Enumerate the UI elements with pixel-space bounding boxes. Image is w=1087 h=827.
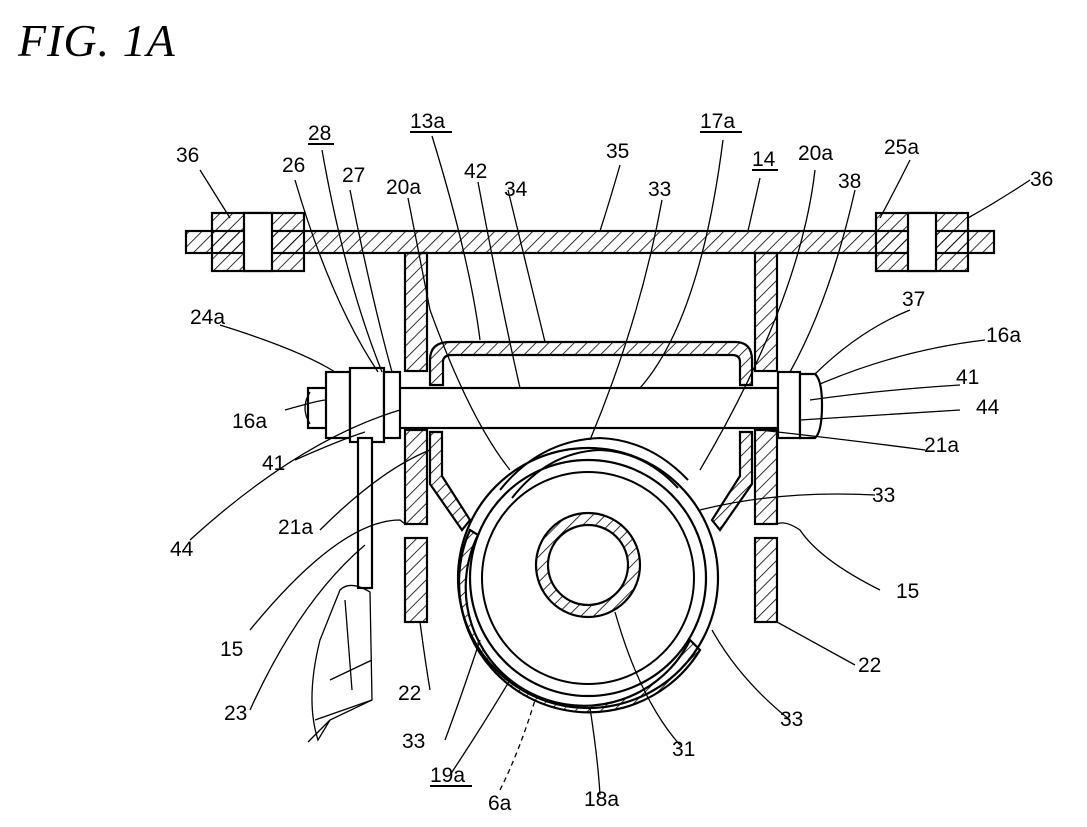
label-21a-right: 21a [924, 434, 959, 457]
label-21a-left: 21a [278, 516, 313, 539]
label-22-left: 22 [398, 682, 421, 705]
label-15-left: 15 [220, 638, 243, 661]
label-35: 35 [606, 140, 629, 163]
label-14: 14 [752, 148, 776, 171]
label-36-right: 36 [1030, 168, 1053, 191]
shaft [536, 513, 640, 617]
label-18a: 18a [584, 788, 619, 811]
label-41-left: 41 [262, 452, 285, 475]
label-44-right: 44 [976, 396, 1000, 419]
label-36-left: 36 [176, 144, 199, 167]
upper-bracket [430, 342, 752, 385]
label-20a-left: 20a [386, 176, 421, 199]
label-6a: 6a [488, 792, 512, 815]
label-38: 38 [838, 170, 861, 193]
label-13a: 13a [410, 110, 445, 133]
lever [308, 438, 372, 742]
label-25a: 25a [884, 136, 919, 159]
label-23: 23 [224, 702, 247, 725]
label-42: 42 [464, 160, 487, 183]
label-33-right: 33 [872, 484, 895, 507]
label-33-top: 33 [648, 178, 671, 201]
top-plate [186, 213, 994, 271]
label-19a: 19a [430, 764, 465, 787]
label-31: 31 [672, 738, 695, 761]
label-26: 26 [282, 154, 305, 177]
label-24a: 24a [190, 306, 225, 329]
label-44-left: 44 [170, 538, 194, 561]
label-33-bottom-right: 33 [780, 708, 803, 731]
label-33-bottom-left: 33 [402, 730, 425, 753]
label-15-right: 15 [896, 580, 919, 603]
label-16a-left: 16a [232, 410, 267, 433]
label-22-right: 22 [858, 654, 881, 677]
label-28: 28 [308, 122, 331, 145]
label-16a-right: 16a [986, 324, 1021, 347]
label-27: 27 [342, 164, 365, 187]
label-20a-right: 20a [798, 142, 833, 165]
label-37: 37 [902, 288, 925, 311]
label-17a: 17a [700, 110, 735, 133]
label-34: 34 [504, 178, 528, 201]
label-41-right: 41 [956, 366, 979, 389]
